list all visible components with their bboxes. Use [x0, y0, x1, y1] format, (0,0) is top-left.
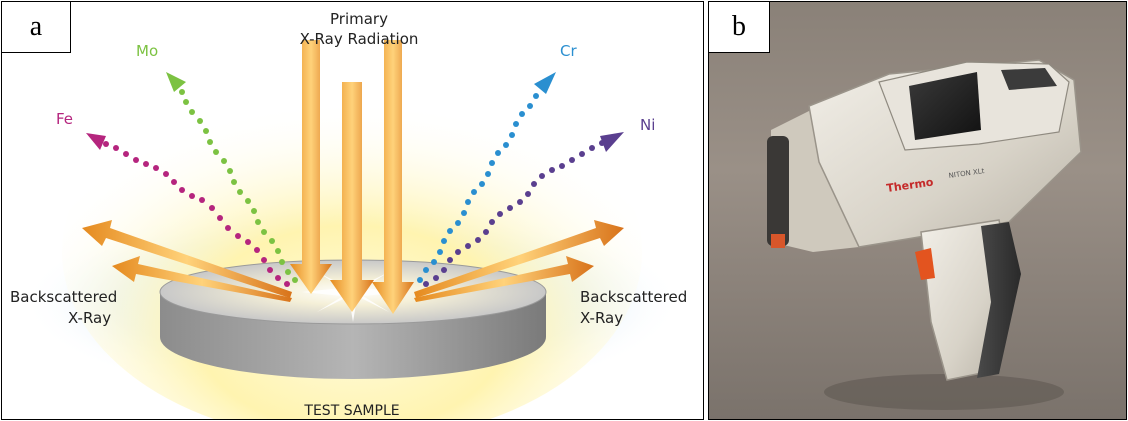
rubber-grip — [977, 222, 1021, 378]
display-screen — [909, 72, 981, 140]
test-sample-label: TEST SAMPLE — [303, 403, 399, 419]
panel-b-label: b — [709, 2, 770, 53]
panel-a-label: a — [2, 2, 71, 53]
fe-label: Fe — [56, 110, 73, 128]
mo-label: Mo — [136, 42, 158, 60]
backscatter-left-line2: X-Ray — [68, 309, 111, 327]
backscatter-left-line1: Backscattered — [10, 288, 117, 306]
backscatter-right-line2: X-Ray — [580, 309, 623, 327]
ni-label: Ni — [640, 116, 655, 134]
primary-xray-beams — [290, 40, 414, 314]
primary-label-line1: Primary — [330, 10, 388, 28]
xrf-diagram-canvas: Primary X-Ray Radiation Fe Mo Cr Ni Back… — [10, 10, 687, 419]
mo-emission-path — [166, 72, 298, 283]
primary-label-line2: X-Ray Radiation — [300, 30, 419, 48]
ni-emission-path — [423, 132, 624, 287]
trigger — [915, 248, 935, 280]
fe-emission-path — [86, 133, 290, 287]
backscatter-arrows-right — [414, 220, 624, 302]
backscatter-right-line1: Backscattered — [580, 288, 687, 306]
backscatter-arrows-left — [82, 220, 292, 302]
panel-a-xrf-diagram: Primary X-Ray Radiation Fe Mo Cr Ni Back… — [1, 1, 704, 420]
keypad — [1001, 68, 1057, 90]
cr-emission-path — [417, 72, 556, 283]
xrf-analyzer-photo: Thermo NITON XLt — [709, 2, 1126, 419]
cr-label: Cr — [560, 42, 577, 60]
device-shadow — [824, 374, 1064, 410]
panel-b-xrf-analyzer-photo: Thermo NITON XLt b — [708, 1, 1127, 420]
